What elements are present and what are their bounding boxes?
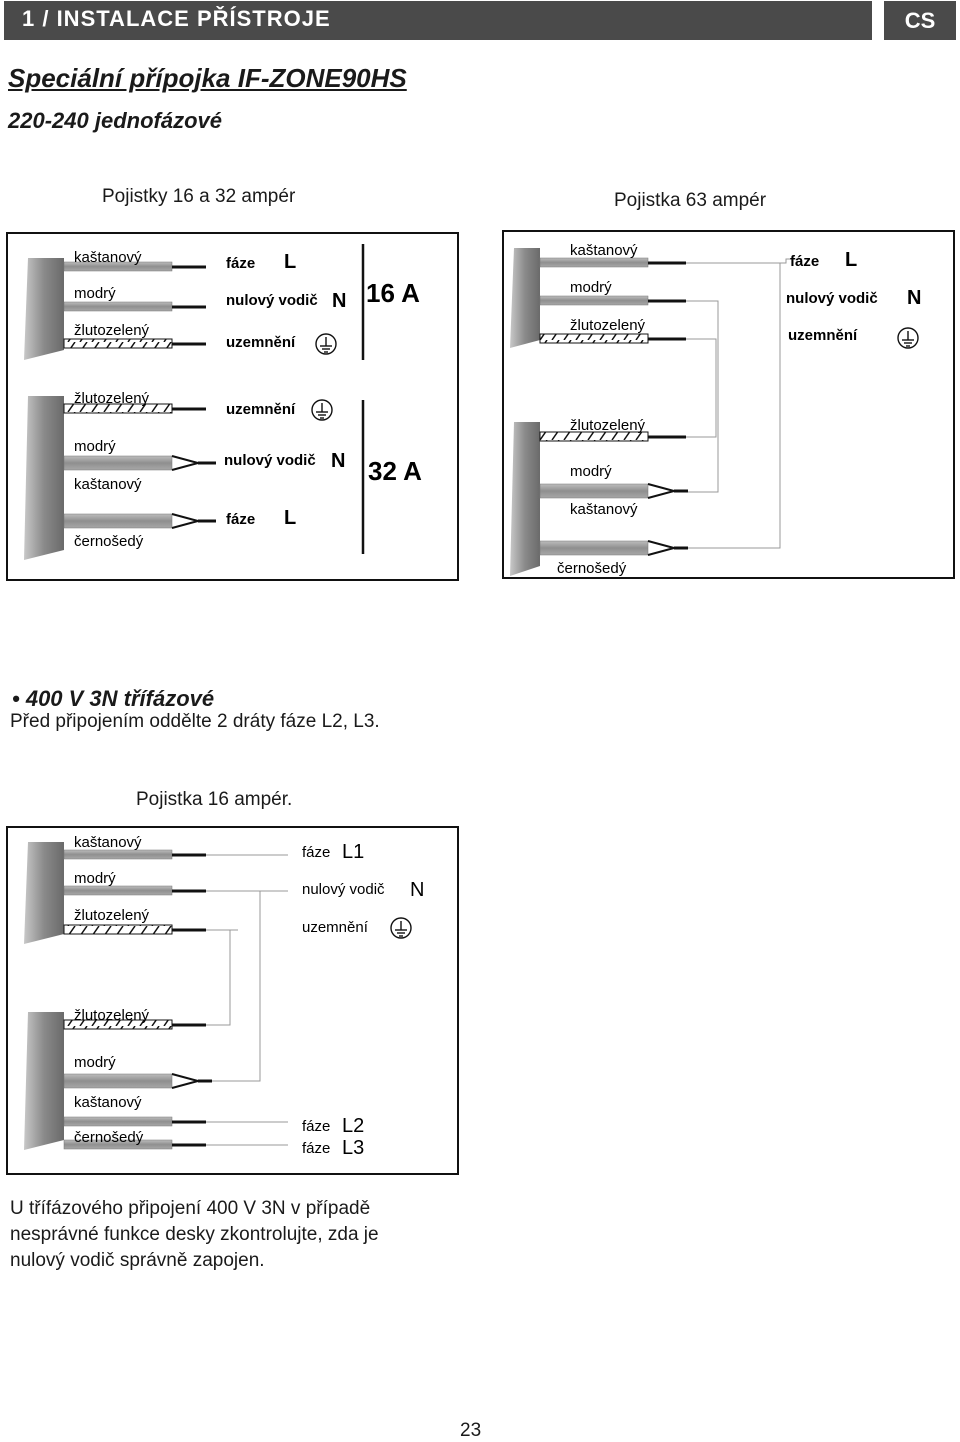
wire-label: kaštanový (74, 476, 142, 493)
ground-icon (897, 327, 919, 349)
wire-label: černošedý (74, 1129, 144, 1146)
note-line: U třífázového připojení 400 V 3N v přípa… (10, 1198, 371, 1219)
page-title: Speciální přípojka IF-ZONE90HS (8, 63, 407, 93)
terminal-label: uzemnění (302, 919, 369, 936)
terminal-letter: N (410, 879, 424, 901)
fuse-label: 16 A (366, 278, 420, 308)
wire-label: žlutozelený (74, 322, 150, 339)
wire-label: kaštanový (570, 501, 638, 518)
terminal-label: fáze (226, 255, 255, 272)
ground-icon (390, 917, 412, 939)
wire-label: modrý (74, 438, 116, 455)
wire-label: žlutozelený (74, 390, 150, 407)
terminal-letter: N (907, 287, 921, 309)
wire-label: modrý (570, 279, 612, 296)
terminal-label: uzemnění (226, 334, 296, 351)
wire-label: modrý (74, 1054, 116, 1071)
note-paragraph: U třífázového připojení 400 V 3N v přípa… (10, 1196, 379, 1274)
wire-label: modrý (570, 463, 612, 480)
terminal-letter: L3 (342, 1137, 364, 1159)
note-line: nesprávné funkce desky zkontrolujte, zda… (10, 1224, 379, 1245)
terminal-label: fáze (302, 1118, 330, 1135)
diagram-fuse-16-32: kaštanový modrý žlutozelený fáze L nulov… (6, 232, 459, 581)
terminal-label: fáze (302, 1140, 330, 1157)
diagram1-caption: Pojistky 16 a 32 ampér (102, 186, 296, 207)
terminal-letter: L (845, 249, 857, 271)
terminal-label: uzemnění (788, 327, 858, 344)
wire-label: žlutozelený (570, 417, 646, 434)
section-text: Před připojením oddělte 2 dráty fáze L2,… (10, 711, 380, 732)
section-title: 1 / INSTALACE PŘÍSTROJE (22, 6, 331, 31)
header-bar (4, 1, 872, 40)
wire-label: žlutozelený (74, 1007, 150, 1024)
wire-label: kaštanový (74, 249, 142, 266)
wire-label: žlutozelený (570, 317, 646, 334)
wire-label: kaštanový (74, 834, 142, 851)
terminal-label: fáze (226, 511, 255, 528)
terminal-label: fáze (790, 253, 819, 270)
page-number: 23 (460, 1420, 482, 1441)
section-heading-text: 400 V 3N třífázové (25, 686, 215, 711)
terminal-label: uzemnění (226, 401, 296, 418)
ground-icon (311, 399, 333, 421)
diagram2-caption: Pojistka 63 ampér (614, 190, 767, 211)
wire-label: kaštanový (570, 242, 638, 259)
diagram3-caption: Pojistka 16 ampér. (136, 789, 293, 810)
terminal-letter: L2 (342, 1115, 364, 1137)
note-line: nulový vodič správně zapojen. (10, 1250, 265, 1271)
connection-lines (686, 258, 802, 549)
terminal-letter: L1 (342, 841, 364, 863)
diagram-fuse-63: kaštanový modrý žlutozelený žlutozelený … (502, 230, 955, 579)
fuse-label: 32 A (368, 456, 422, 486)
terminal-label: fáze (302, 844, 330, 861)
connection-lines (206, 854, 288, 1146)
language-badge: CS (884, 1, 956, 40)
wire-label: černošedý (74, 533, 144, 550)
terminal-label: nulový vodič (224, 452, 316, 469)
wire-label: kaštanový (74, 1094, 142, 1111)
terminal-label: nulový vodič (226, 292, 318, 309)
wire-label: žlutozelený (74, 907, 150, 924)
terminal-label: nulový vodič (302, 881, 385, 898)
terminal-letter: L (284, 251, 296, 273)
terminal-letter: N (331, 450, 345, 472)
section-heading: • 400 V 3N třífázové (12, 686, 215, 711)
terminal-label: nulový vodič (786, 290, 878, 307)
ground-icon (315, 333, 337, 355)
diagram-three-phase: kaštanový modrý žlutozelený žlutozelený … (6, 826, 459, 1175)
wire-label: černošedý (557, 560, 627, 577)
wire-label: modrý (74, 285, 116, 302)
page-subtitle: 220-240 jednofázové (8, 108, 222, 133)
wire-label: modrý (74, 870, 116, 887)
terminal-letter: L (284, 507, 296, 529)
terminal-letter: N (332, 290, 346, 312)
